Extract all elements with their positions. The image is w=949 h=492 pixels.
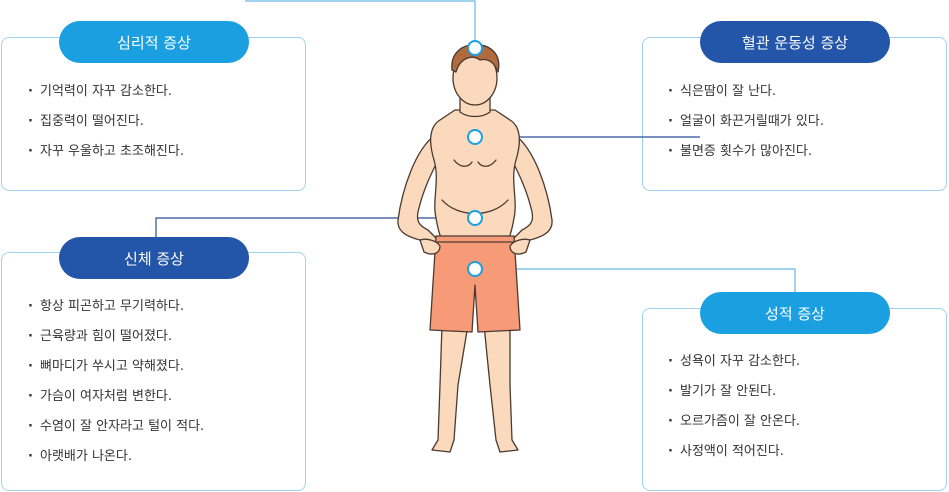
list-item: 수염이 잘 안자라고 털이 적다. — [28, 412, 204, 442]
psych-list: 기억력이 자꾸 감소한다. 집중력이 떨어진다. 자꾸 우울하고 초조해진다. — [28, 77, 184, 167]
list-item: 항상 피곤하고 무기력하다. — [28, 292, 204, 322]
right-leg — [483, 324, 519, 453]
connector-sexual — [475, 268, 796, 292]
list-item: 성욕이 자꾸 감소한다. — [668, 347, 800, 377]
list-item: 아랫배가 나온다. — [28, 442, 204, 472]
list-item: 기억력이 자꾸 감소한다. — [28, 77, 184, 107]
psych-title: 심리적 증상 — [59, 21, 249, 63]
list-item: 식은땀이 잘 난다. — [668, 77, 824, 107]
list-item: 집중력이 떨어진다. — [28, 107, 184, 137]
left-hand — [419, 238, 441, 255]
physical-title: 신체 증상 — [59, 237, 249, 279]
vascular-list: 식은땀이 잘 난다. 얼굴이 화끈거릴때가 있다. 불면증 횟수가 많아진다. — [668, 77, 824, 167]
right-hand — [509, 238, 531, 255]
shorts — [429, 235, 521, 333]
list-item: 뼈마디가 쑤시고 약해졌다. — [28, 352, 204, 382]
list-item: 자꾸 우울하고 초조해진다. — [28, 137, 184, 167]
list-item: 근육량과 힘이 떨어졌다. — [28, 322, 204, 352]
list-item: 불면증 횟수가 많아진다. — [668, 137, 824, 167]
sexual-list: 성욕이 자꾸 감소한다. 발기가 잘 안된다. 오르가즘이 잘 안온다. 사정액… — [668, 347, 800, 467]
list-item: 발기가 잘 안된다. — [668, 377, 800, 407]
sexual-title: 성적 증상 — [700, 292, 890, 334]
chest-lines — [453, 159, 497, 167]
connector-psych — [245, 0, 476, 48]
left-leg — [431, 324, 469, 453]
hair — [451, 44, 500, 73]
list-item: 사정액이 적어진다. — [668, 437, 800, 467]
vascular-title: 혈관 운동성 증상 — [700, 21, 890, 63]
man-figure-illustration — [397, 44, 553, 453]
physical-list: 항상 피곤하고 무기력하다. 근육량과 힘이 떨어졌다. 뼈마디가 쑤시고 약해… — [28, 292, 204, 472]
list-item: 오르가즘이 잘 안온다. — [668, 407, 800, 437]
list-item: 가슴이 여자처럼 변한다. — [28, 382, 204, 412]
connector-physical — [155, 217, 475, 238]
torso — [429, 109, 521, 241]
list-item: 얼굴이 화끈거릴때가 있다. — [668, 107, 824, 137]
